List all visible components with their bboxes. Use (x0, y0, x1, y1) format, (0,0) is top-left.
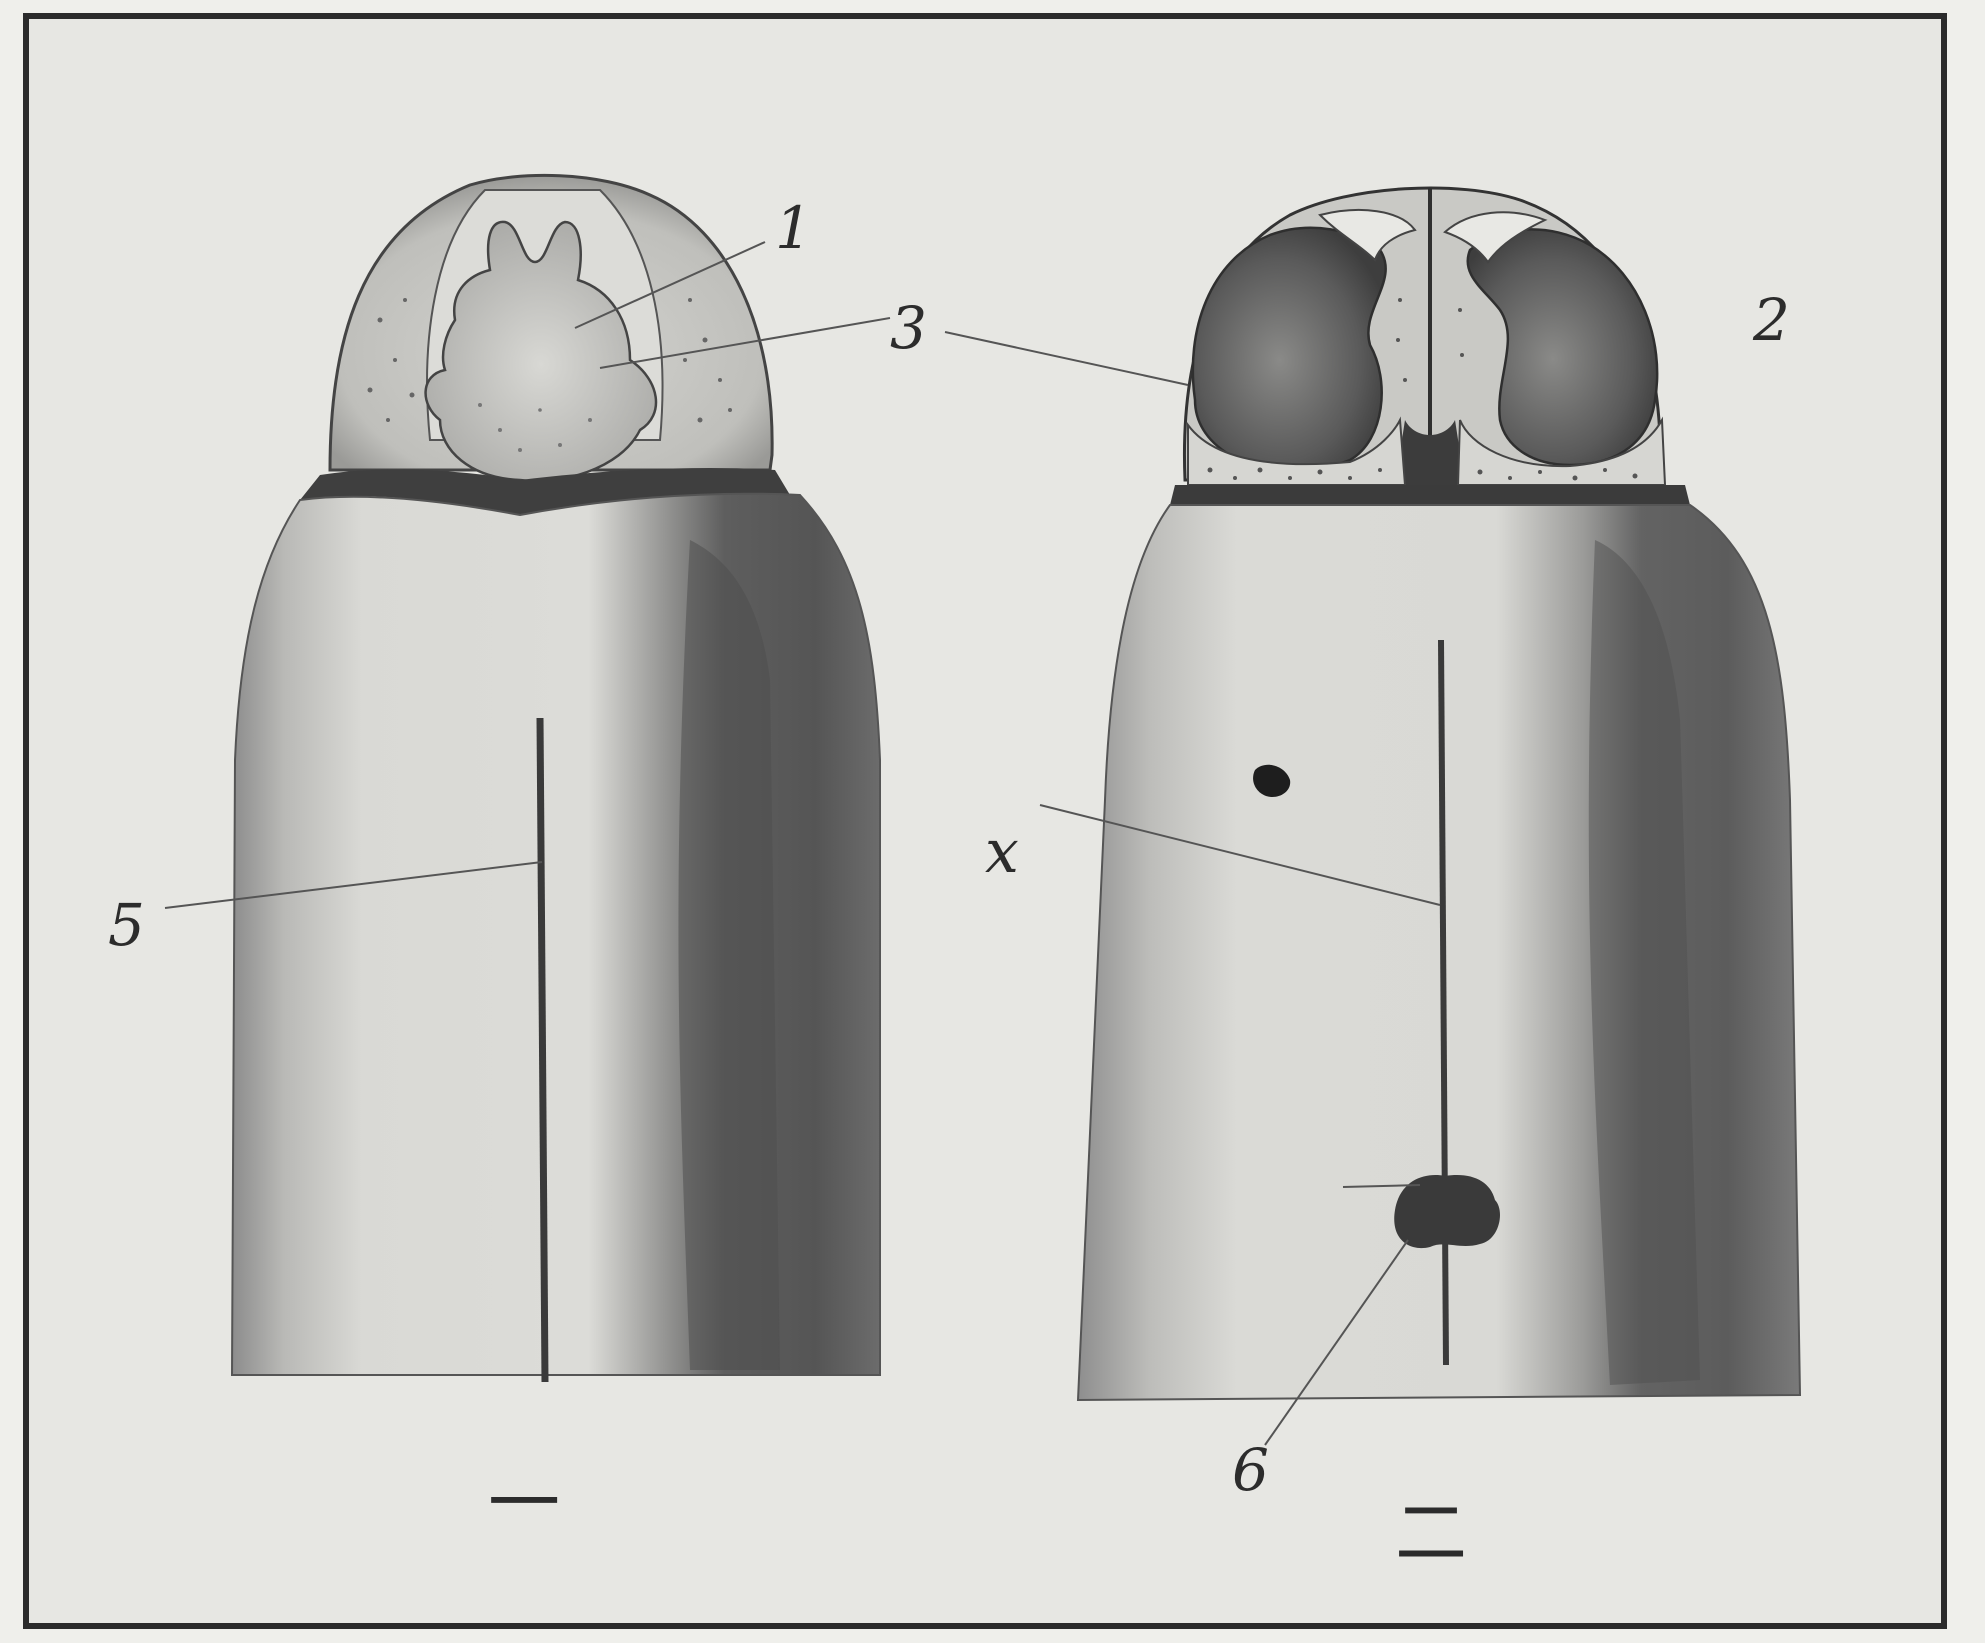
label-2: 2 (1752, 286, 1790, 354)
figure-one-shadow-streak (678, 540, 780, 1370)
label-3: 3 (890, 294, 927, 362)
figure-one-center-line (540, 718, 545, 1382)
caption-figure-one: 一 (488, 1461, 560, 1545)
figure-two-collar (1170, 485, 1690, 505)
label-6: 6 (1232, 1436, 1269, 1504)
label-x: x (985, 817, 1019, 887)
figure-one-body (232, 494, 880, 1375)
label-5: 5 (108, 891, 145, 959)
caption-figure-two: 二 (1395, 1491, 1467, 1575)
label-1: 1 (775, 194, 812, 262)
